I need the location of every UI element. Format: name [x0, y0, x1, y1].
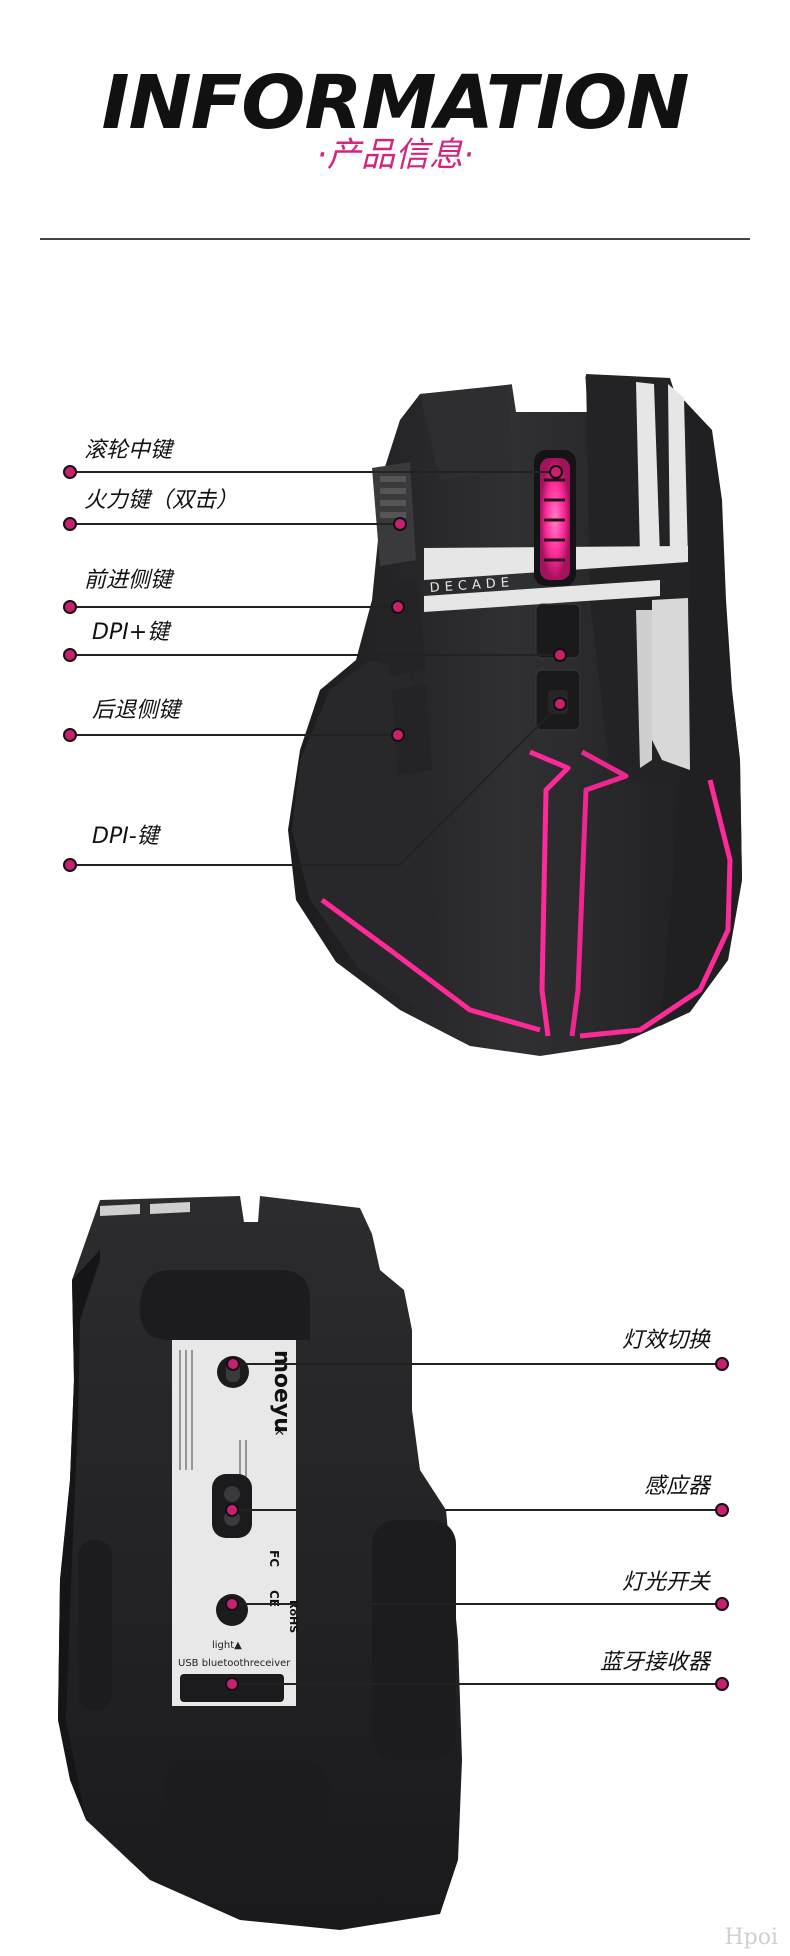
sticker-usb-text: USB bluetoothreceiver	[178, 1658, 291, 1669]
top-callout-dots	[63, 465, 567, 872]
label-dpi-plus-button: DPI+键	[92, 620, 170, 645]
sticker-ce-text: CE	[267, 1590, 281, 1607]
scroll-wheel	[534, 450, 576, 586]
bottom-callout-lines	[232, 1363, 722, 1685]
label-bluetooth-receiver: 蓝牙接收器	[599, 1650, 710, 1675]
sticker-fc-text: FC	[267, 1550, 281, 1567]
sticker-cross-text: ×	[271, 1425, 287, 1437]
page-title: INFORMATION	[101, 60, 689, 146]
sticker-light-text: light▲	[212, 1640, 242, 1651]
mouse-glow-lines	[320, 749, 733, 1039]
bottom-sticker: moeyu × RoHS FC CE light▲ USB bluetoothr…	[172, 1340, 300, 1706]
label-fire-button: 火力键（双击）	[84, 488, 239, 513]
label-scroll-middle-button: 滚轮中键	[84, 438, 173, 463]
page-subtitle: ·产品信息·	[316, 135, 474, 175]
sticker-rohs-text: RoHS	[287, 1600, 300, 1633]
sticker-brand-text: moeyu	[269, 1350, 294, 1433]
label-back-side-button: 后退侧键	[92, 698, 181, 723]
mouse-print-text: DECADE	[429, 575, 514, 596]
side-buttons	[372, 462, 432, 776]
label-light-power-switch: 灯光开关	[621, 1570, 710, 1595]
mouse-white-stripes	[424, 382, 690, 770]
label-light-mode-switch: 灯效切换	[621, 1328, 710, 1353]
watermark: Hpoi	[724, 1925, 778, 1950]
label-sensor: 感应器	[643, 1474, 710, 1499]
top-callout-lines	[70, 471, 561, 866]
label-dpi-minus-button: DPI-键	[92, 824, 159, 849]
label-forward-side-button: 前进侧键	[84, 568, 173, 593]
bottom-callout-dots	[225, 1357, 729, 1691]
header-divider	[40, 238, 750, 240]
